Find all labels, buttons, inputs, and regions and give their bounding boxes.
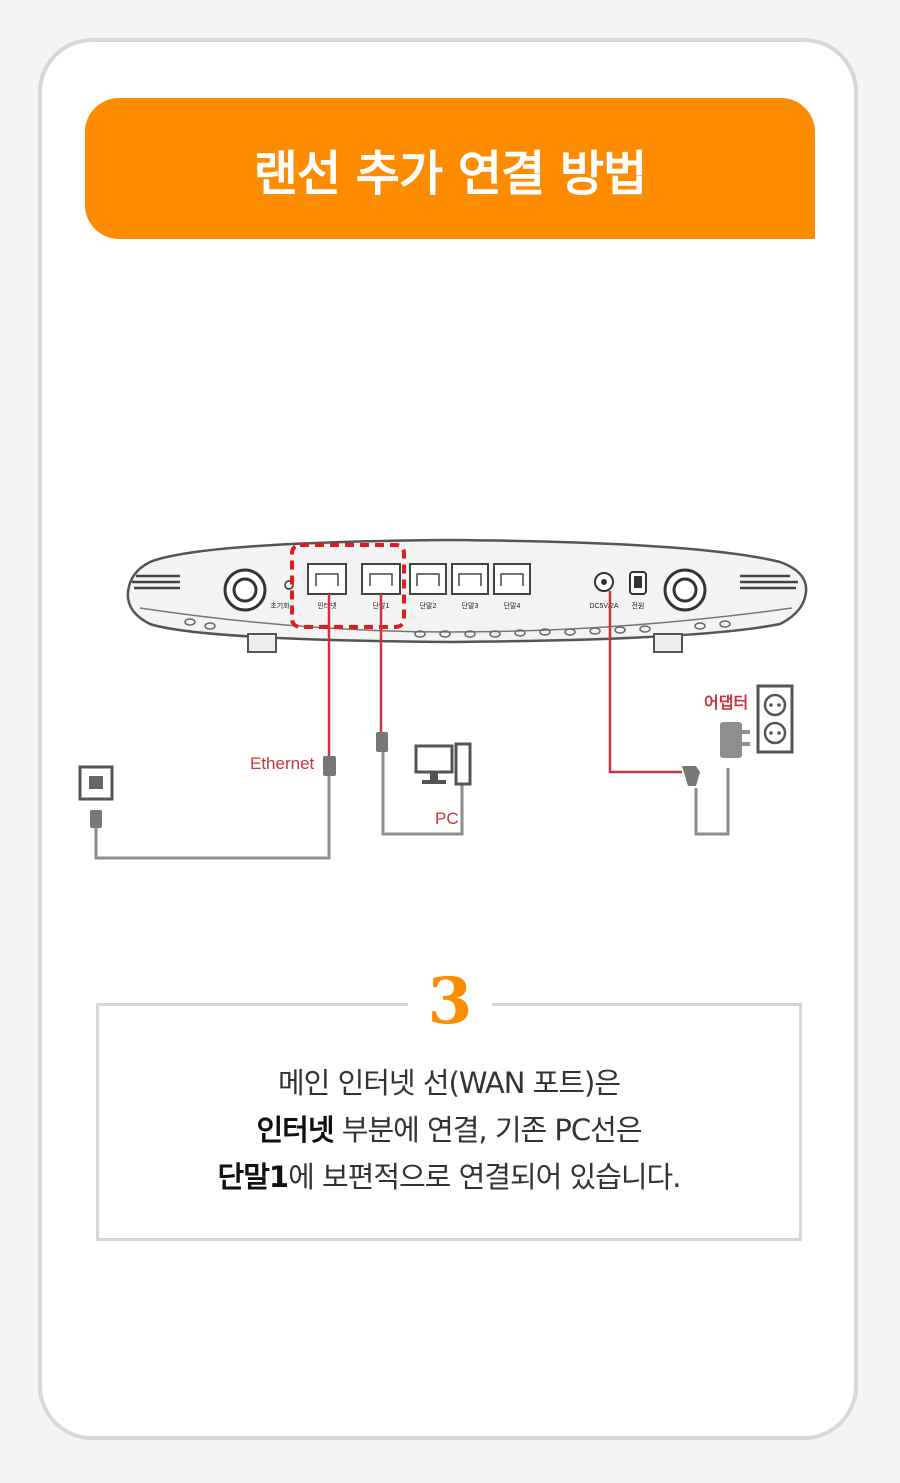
wall-jack-icon <box>78 765 114 801</box>
dc-plug <box>682 766 700 786</box>
port-label-terminal3: 단말3 <box>462 601 479 610</box>
port-label-terminal2: 단말2 <box>420 601 437 610</box>
pc-label: PC <box>435 809 459 828</box>
desc-line-2: 인터넷 부분에 연결, 기존 PC선은 <box>96 1107 802 1154</box>
port-label-reset: 초기화 <box>270 601 290 610</box>
adapter-label: 어댑터 <box>704 694 748 712</box>
step-description: 메인 인터넷 선(WAN 포트)은 인터넷 부분에 연결, 기존 PC선은 단말… <box>96 1060 802 1201</box>
desc-line-3: 단말1에 보편적으로 연결되어 있습니다. <box>96 1154 802 1201</box>
wall-jack-plug <box>90 810 102 828</box>
highlight-box <box>290 543 406 629</box>
pc-icon <box>414 742 472 786</box>
pc-cable-plug <box>376 732 388 752</box>
step-number: 3 <box>408 966 492 1038</box>
red-cables <box>327 591 682 774</box>
gray-cables <box>94 750 730 860</box>
desc-line-2-bold: 인터넷 <box>256 1113 335 1147</box>
port-label-dc: DC5V/2A <box>589 603 619 610</box>
router-connection-diagram: 초기화 인터넷 단말1 단말2 단말3 단말4 DC5V/2A 전원 <box>78 538 808 860</box>
desc-line-1: 메인 인터넷 선(WAN 포트)은 <box>277 1066 621 1100</box>
desc-line-2-rest: 부분에 연결, 기존 PC선은 <box>333 1113 643 1147</box>
page-title: 랜선 추가 연결 방법 <box>85 98 815 239</box>
desc-line-3-bold: 단말1 <box>217 1160 290 1194</box>
adapter-icon <box>720 722 750 758</box>
ethernet-plug <box>323 756 336 776</box>
router-illustration: 초기화 인터넷 단말1 단말2 단말3 단말4 DC5V/2A 전원 <box>126 538 808 653</box>
ethernet-label: Ethernet <box>250 754 315 773</box>
step-box <box>96 1003 802 1241</box>
port-label-terminal4: 단말4 <box>504 601 521 610</box>
wall-socket-icon <box>756 684 794 754</box>
port-label-internet: 인터넷 <box>317 601 337 610</box>
desc-line-3-rest: 에 보편적으로 연결되어 있습니다. <box>288 1160 681 1194</box>
port-label-power: 전원 <box>632 601 645 610</box>
